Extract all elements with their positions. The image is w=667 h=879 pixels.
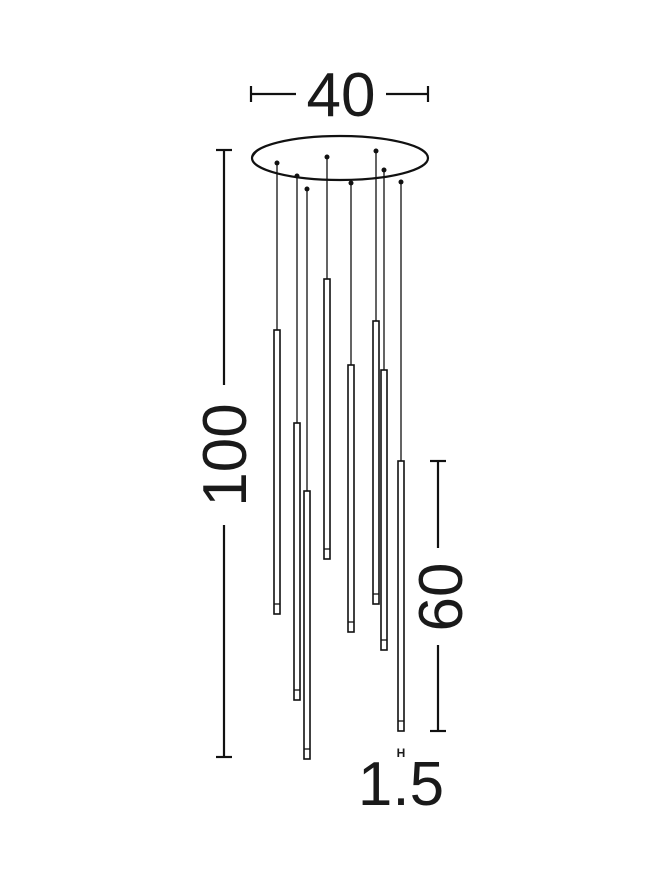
pendant-tube bbox=[380, 167, 388, 651]
pendant-tubes bbox=[273, 148, 405, 760]
pendant-tube bbox=[397, 179, 405, 732]
pendant-tube bbox=[273, 160, 281, 615]
tube bbox=[347, 364, 355, 633]
tube bbox=[273, 329, 281, 615]
pendant-tube bbox=[347, 180, 355, 633]
pendant-tube bbox=[372, 148, 380, 605]
tube bbox=[397, 460, 405, 732]
tube-diameter-label: 1.5 bbox=[358, 750, 444, 819]
tube bbox=[372, 320, 380, 605]
width-label: 40 bbox=[307, 61, 376, 130]
tube bbox=[380, 369, 388, 651]
tube-length-label: 60 bbox=[407, 563, 476, 632]
height-dimension: 100 bbox=[191, 148, 260, 759]
tube-diameter-dimension: H 1.5 bbox=[358, 746, 444, 819]
canopy-rim bbox=[251, 146, 265, 159]
pendant-tube bbox=[323, 154, 331, 560]
tube bbox=[323, 278, 331, 560]
diameter-marker: H bbox=[397, 746, 406, 760]
ceiling-canopy bbox=[250, 134, 430, 182]
tube bbox=[293, 422, 301, 701]
width-dimension: 40 bbox=[249, 61, 430, 130]
height-label: 100 bbox=[191, 403, 260, 506]
tube bbox=[303, 490, 311, 760]
pendant-tube bbox=[293, 173, 301, 701]
tube-length-dimension: 60 bbox=[407, 459, 476, 733]
canopy-top bbox=[250, 134, 430, 182]
pendant-tube bbox=[303, 186, 311, 760]
